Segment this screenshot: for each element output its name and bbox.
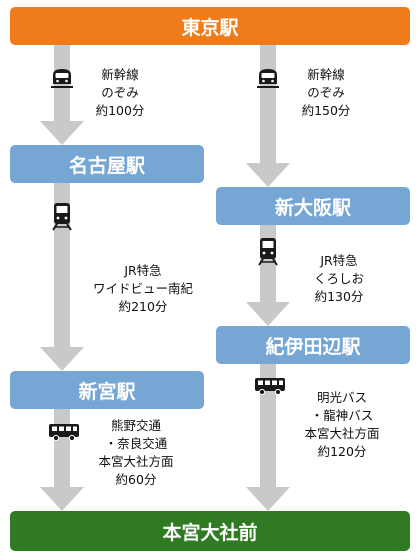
train-name: ワイドビュー南紀 [92,281,193,296]
train-name: のぞみ [101,85,139,100]
station-kii-tanabe: 紀伊田辺駅 [216,326,410,364]
shinkansen-icon [51,69,73,88]
travel-time: 約210分 [118,299,168,314]
train-type: JR特急 [320,253,358,268]
bus-icon [49,424,79,442]
route-label-shin-osaka-kii-tanabe: JR特急 くろしお 約130分 [296,252,382,306]
travel-time: 約100分 [95,103,145,118]
station-hongu-taisha-mae: 本宮大社前 [10,511,410,551]
arrow-kii-tanabe-hongu [246,364,290,511]
bus-operator-2: ・奈良交通 [104,436,168,451]
route-label-nagoya-shingu: JR特急 ワイドビュー南紀 約210分 [78,262,208,316]
train-type: 新幹線 [307,67,345,82]
bus-operator: 明光バス [316,390,367,405]
bus-operator-2: ・龍神バス [310,408,374,423]
arrow-tokyo-nagoya [40,45,84,145]
station-nagoya: 名古屋駅 [10,145,204,183]
train-icon [258,238,278,266]
station-shingu: 新宮駅 [10,371,204,409]
station-shin-osaka: 新大阪駅 [216,187,410,225]
train-type: 新幹線 [101,67,139,82]
bus-direction: 本宮大社方面 [98,454,174,469]
bus-icon [255,378,285,396]
bus-operator: 熊野交通 [110,418,161,433]
shinkansen-icon [257,69,279,88]
route-label-tokyo-nagoya: 新幹線 のぞみ 約100分 [80,66,160,120]
route-label-kii-tanabe-hongu: 明光バス ・龍神バス 本宮大社方面 約120分 [290,389,394,461]
bus-direction: 本宮大社方面 [304,426,380,441]
train-type: JR特急 [124,263,162,278]
station-tokyo: 東京駅 [10,7,410,45]
travel-time: 約130分 [314,289,364,304]
train-icon [52,203,72,231]
travel-time: 約150分 [301,103,351,118]
route-label-shingu-hongu: 熊野交通 ・奈良交通 本宮大社方面 約60分 [84,417,188,489]
route-label-tokyo-shin-osaka: 新幹線 のぞみ 約150分 [286,66,366,120]
travel-time: 約60分 [115,472,157,487]
travel-time: 約120分 [317,444,367,459]
train-name: のぞみ [307,85,345,100]
train-name: くろしお [313,271,364,286]
